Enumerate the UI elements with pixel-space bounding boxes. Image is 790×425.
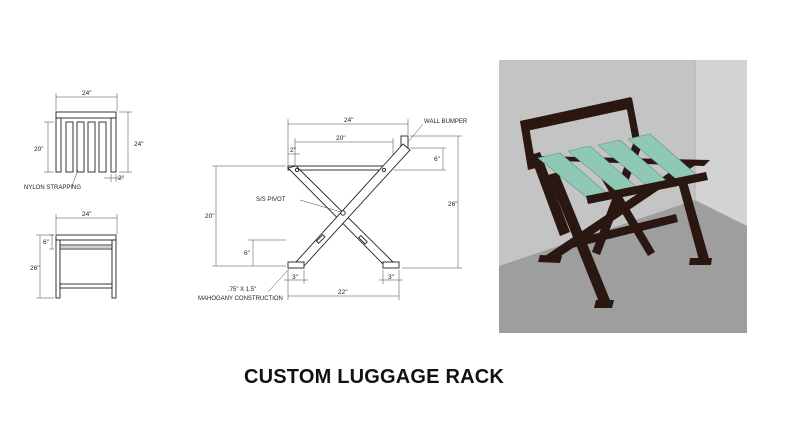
construction-label: MAHOGANY CONSTRUCTION bbox=[198, 296, 283, 302]
side-top-rail bbox=[287, 165, 392, 171]
nylon-strapping-note: NYLON STRAPPING bbox=[24, 185, 81, 191]
front-strap-1 bbox=[65, 121, 74, 173]
side-foot-height-label: 6" bbox=[244, 250, 251, 257]
front-left-leg bbox=[55, 117, 62, 173]
top-rail bbox=[55, 234, 117, 241]
side-left-foot bbox=[287, 261, 305, 269]
front-top-rail bbox=[55, 111, 117, 119]
front-width-label: 24" bbox=[82, 90, 92, 97]
side-slot-right bbox=[358, 234, 368, 245]
render-foot-b bbox=[594, 300, 614, 308]
side-leg-height-label: 20" bbox=[205, 213, 215, 220]
top-lower-rail bbox=[59, 283, 113, 289]
side-leg-b bbox=[295, 143, 411, 267]
render-back-post-right bbox=[625, 98, 640, 142]
front-height-label: 24" bbox=[134, 141, 144, 148]
side-inner-width-label: 20" bbox=[336, 135, 346, 142]
side-height-label: 26" bbox=[448, 201, 458, 208]
front-gap-label: 2" bbox=[118, 175, 125, 182]
front-view: 24" 24" 20" 2" NYLON STRAPPING bbox=[24, 90, 144, 191]
side-bolt-top-left bbox=[294, 167, 300, 173]
render-straps bbox=[537, 133, 701, 201]
side-bolt-top-right bbox=[381, 167, 387, 173]
front-right-leg bbox=[110, 117, 117, 173]
side-slot-left bbox=[315, 234, 326, 244]
render-back-rail bbox=[520, 97, 633, 132]
front-strap-4 bbox=[98, 121, 107, 173]
side-right-foot bbox=[382, 261, 400, 269]
render-stretcher bbox=[570, 214, 678, 248]
render-foot-a bbox=[538, 255, 562, 263]
top-view: 24" 6" 26" bbox=[30, 211, 118, 299]
top-left-side bbox=[55, 239, 61, 299]
pivot-label: S/S PIVOT bbox=[256, 197, 286, 203]
render-floor bbox=[499, 200, 747, 333]
render-foot-c bbox=[689, 258, 712, 265]
top-width-label: 24" bbox=[82, 211, 92, 218]
page-title: CUSTOM LUGGAGE RACK bbox=[243, 366, 505, 388]
top-right-side bbox=[111, 239, 117, 299]
side-view: 24" 20" 2" WALL BUMPER 6" 26" bbox=[198, 117, 468, 302]
side-top-offset-label: 2" bbox=[290, 147, 297, 154]
side-pivot bbox=[340, 210, 346, 216]
front-strap-height-label: 20" bbox=[34, 146, 44, 153]
material-label: .75" X 1.5" bbox=[228, 287, 256, 293]
front-strap-2 bbox=[76, 121, 85, 173]
render-view bbox=[499, 60, 747, 333]
front-strap-3 bbox=[87, 121, 96, 173]
render-leg-near-c bbox=[530, 152, 570, 236]
side-foot-left-label: 3" bbox=[292, 274, 299, 281]
side-base-label: 22" bbox=[338, 289, 348, 296]
side-foot-right-label: 3" bbox=[388, 274, 395, 281]
wall-bumper-label: WALL BUMPER bbox=[424, 119, 468, 125]
side-top-rise-label: 6" bbox=[434, 156, 441, 163]
render-leg-near-d bbox=[676, 175, 710, 264]
render-side-wall bbox=[695, 60, 747, 226]
top-strap-height-label: 6" bbox=[43, 239, 50, 246]
render-front-rail bbox=[586, 172, 708, 204]
top-height-label: 26" bbox=[30, 265, 40, 272]
side-width-label: 24" bbox=[344, 117, 354, 124]
